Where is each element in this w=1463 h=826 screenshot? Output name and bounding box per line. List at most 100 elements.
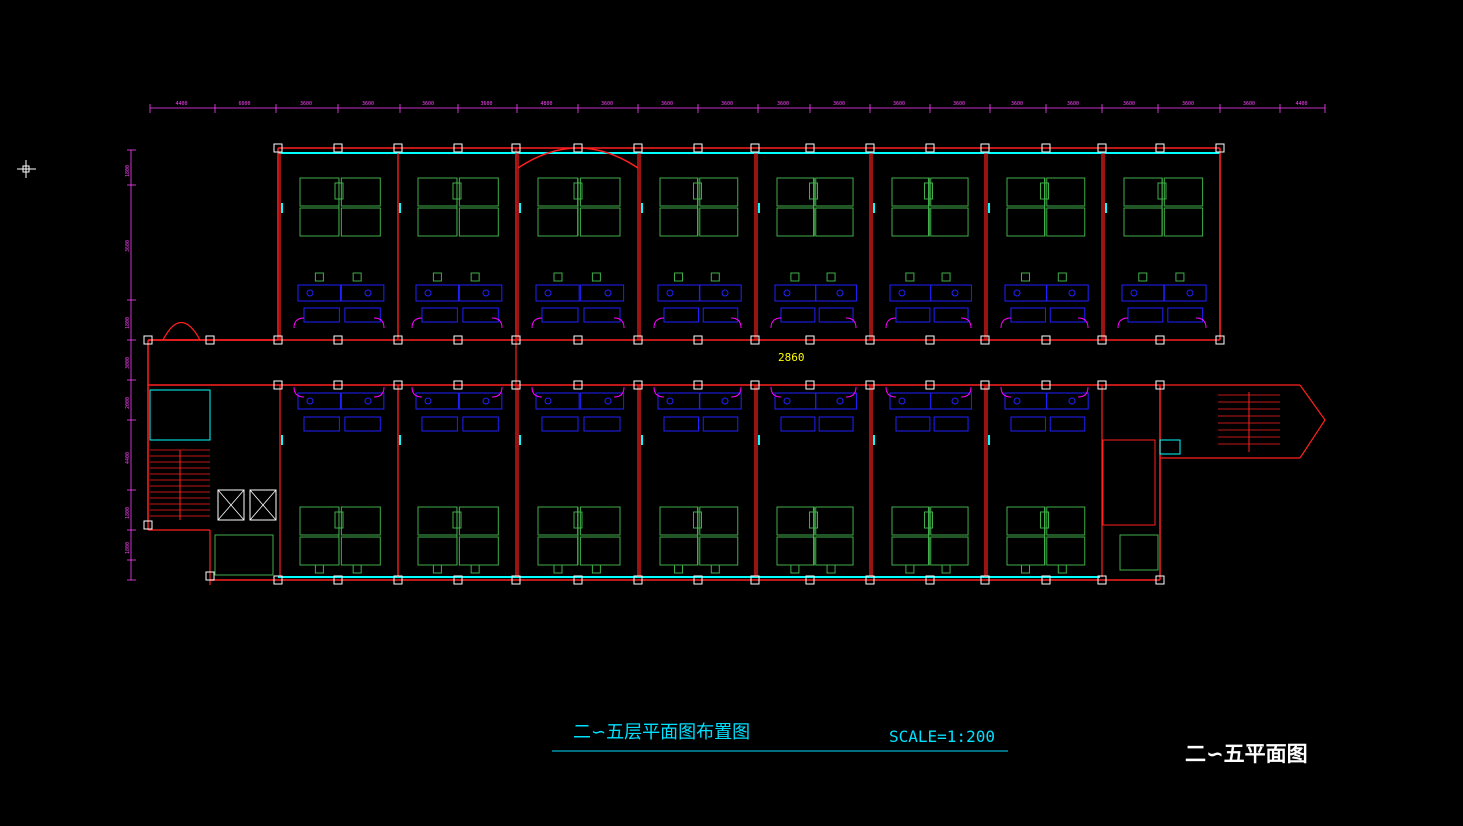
- top-dimension-label: 3600: [300, 101, 313, 107]
- column: [865, 380, 875, 390]
- washbasin-counter: [535, 392, 580, 410]
- basin-icon: [898, 397, 906, 405]
- left-dimension-label: 3600: [125, 239, 132, 252]
- bed: [930, 207, 969, 237]
- column: [1041, 143, 1051, 153]
- door-swing-icon: [613, 386, 625, 398]
- toilet-stall: [1167, 307, 1204, 323]
- door-swing-icon: [1117, 317, 1129, 329]
- chair: [826, 564, 836, 574]
- bed: [417, 207, 458, 237]
- column: [925, 380, 935, 390]
- toilet-stall: [1010, 416, 1046, 432]
- elevator-cross-icon: [249, 489, 277, 521]
- column: [980, 380, 990, 390]
- door-swing-icon: [1000, 317, 1012, 329]
- door-swing-icon: [845, 317, 857, 329]
- column: [1097, 335, 1107, 345]
- toilet-stall: [933, 416, 969, 432]
- door-swing-icon: [730, 386, 742, 398]
- basin-icon: [424, 397, 432, 405]
- column: [573, 335, 583, 345]
- left-dimension-label: 1800: [125, 541, 132, 555]
- east-fixture: [1159, 439, 1181, 455]
- column: [805, 380, 815, 390]
- column: [693, 143, 703, 153]
- chair: [674, 272, 683, 282]
- column: [750, 380, 760, 390]
- toilet-stall: [702, 307, 739, 323]
- door-swing-icon: [960, 317, 972, 329]
- washbasin-counter: [774, 392, 817, 410]
- door-swing-icon: [885, 386, 897, 398]
- toilet-stall: [303, 307, 340, 323]
- column: [1215, 335, 1225, 345]
- top-dimension-label: 3600: [1123, 101, 1136, 107]
- basin-icon: [604, 289, 612, 297]
- washbasin-counter: [657, 392, 700, 410]
- column: [511, 143, 521, 153]
- chair: [591, 564, 601, 574]
- washbasin-counter: [415, 284, 459, 302]
- column: [453, 380, 463, 390]
- door-swing-icon: [373, 317, 385, 329]
- top-dimension-label: 3600: [1243, 101, 1256, 107]
- walls: [147, 147, 1326, 585]
- washbasin-counter: [1046, 284, 1089, 302]
- bed: [815, 177, 854, 207]
- column: [865, 143, 875, 153]
- chair: [905, 564, 915, 574]
- top-dimension-label: 3600: [480, 101, 493, 107]
- washbasin-counter: [415, 392, 459, 410]
- column: [393, 380, 403, 390]
- column: [1097, 575, 1107, 585]
- basin-icon: [306, 397, 314, 405]
- bed: [340, 207, 381, 237]
- door-swing-icon: [770, 386, 782, 398]
- washbasin-counter: [535, 284, 580, 302]
- toilet-stall: [663, 416, 699, 432]
- washbasin-counter: [1004, 284, 1047, 302]
- chair: [1021, 272, 1030, 282]
- bed: [340, 177, 381, 207]
- bed: [1046, 506, 1086, 536]
- door-swing-icon: [1195, 317, 1207, 329]
- elevator-shaft: [249, 489, 277, 521]
- bed: [537, 207, 579, 237]
- chair: [1021, 564, 1030, 574]
- door-swing-icon: [885, 317, 897, 329]
- toilet-stall: [462, 416, 499, 432]
- column: [453, 335, 463, 345]
- washbasin-counter: [579, 392, 625, 410]
- basin-icon: [1130, 289, 1138, 297]
- bed: [458, 506, 499, 536]
- column: [1215, 143, 1225, 153]
- column: [573, 575, 583, 585]
- bed: [458, 207, 499, 237]
- column: [333, 380, 343, 390]
- column: [925, 143, 935, 153]
- chair: [905, 272, 915, 282]
- bed: [417, 177, 458, 207]
- toilet-stall: [1010, 307, 1046, 323]
- door-swing-icon: [960, 386, 972, 398]
- top-dimension-label: 3600: [1011, 101, 1024, 107]
- column: [511, 575, 521, 585]
- chair: [1175, 272, 1185, 282]
- washbasin-counter: [340, 284, 385, 302]
- door-swing-icon: [411, 386, 423, 398]
- column: [693, 575, 703, 585]
- washbasin-counter: [340, 392, 385, 410]
- column: [805, 335, 815, 345]
- door-swing-icon: [770, 317, 782, 329]
- basin-icon: [1186, 289, 1194, 297]
- bed: [930, 536, 969, 566]
- washbasin-counter: [1046, 392, 1089, 410]
- bed: [1163, 207, 1204, 237]
- bed: [458, 536, 499, 566]
- bed: [417, 506, 458, 536]
- washbasin-counter: [1004, 392, 1047, 410]
- column: [393, 335, 403, 345]
- column: [393, 575, 403, 585]
- top-dimension-label: 3600: [893, 101, 906, 107]
